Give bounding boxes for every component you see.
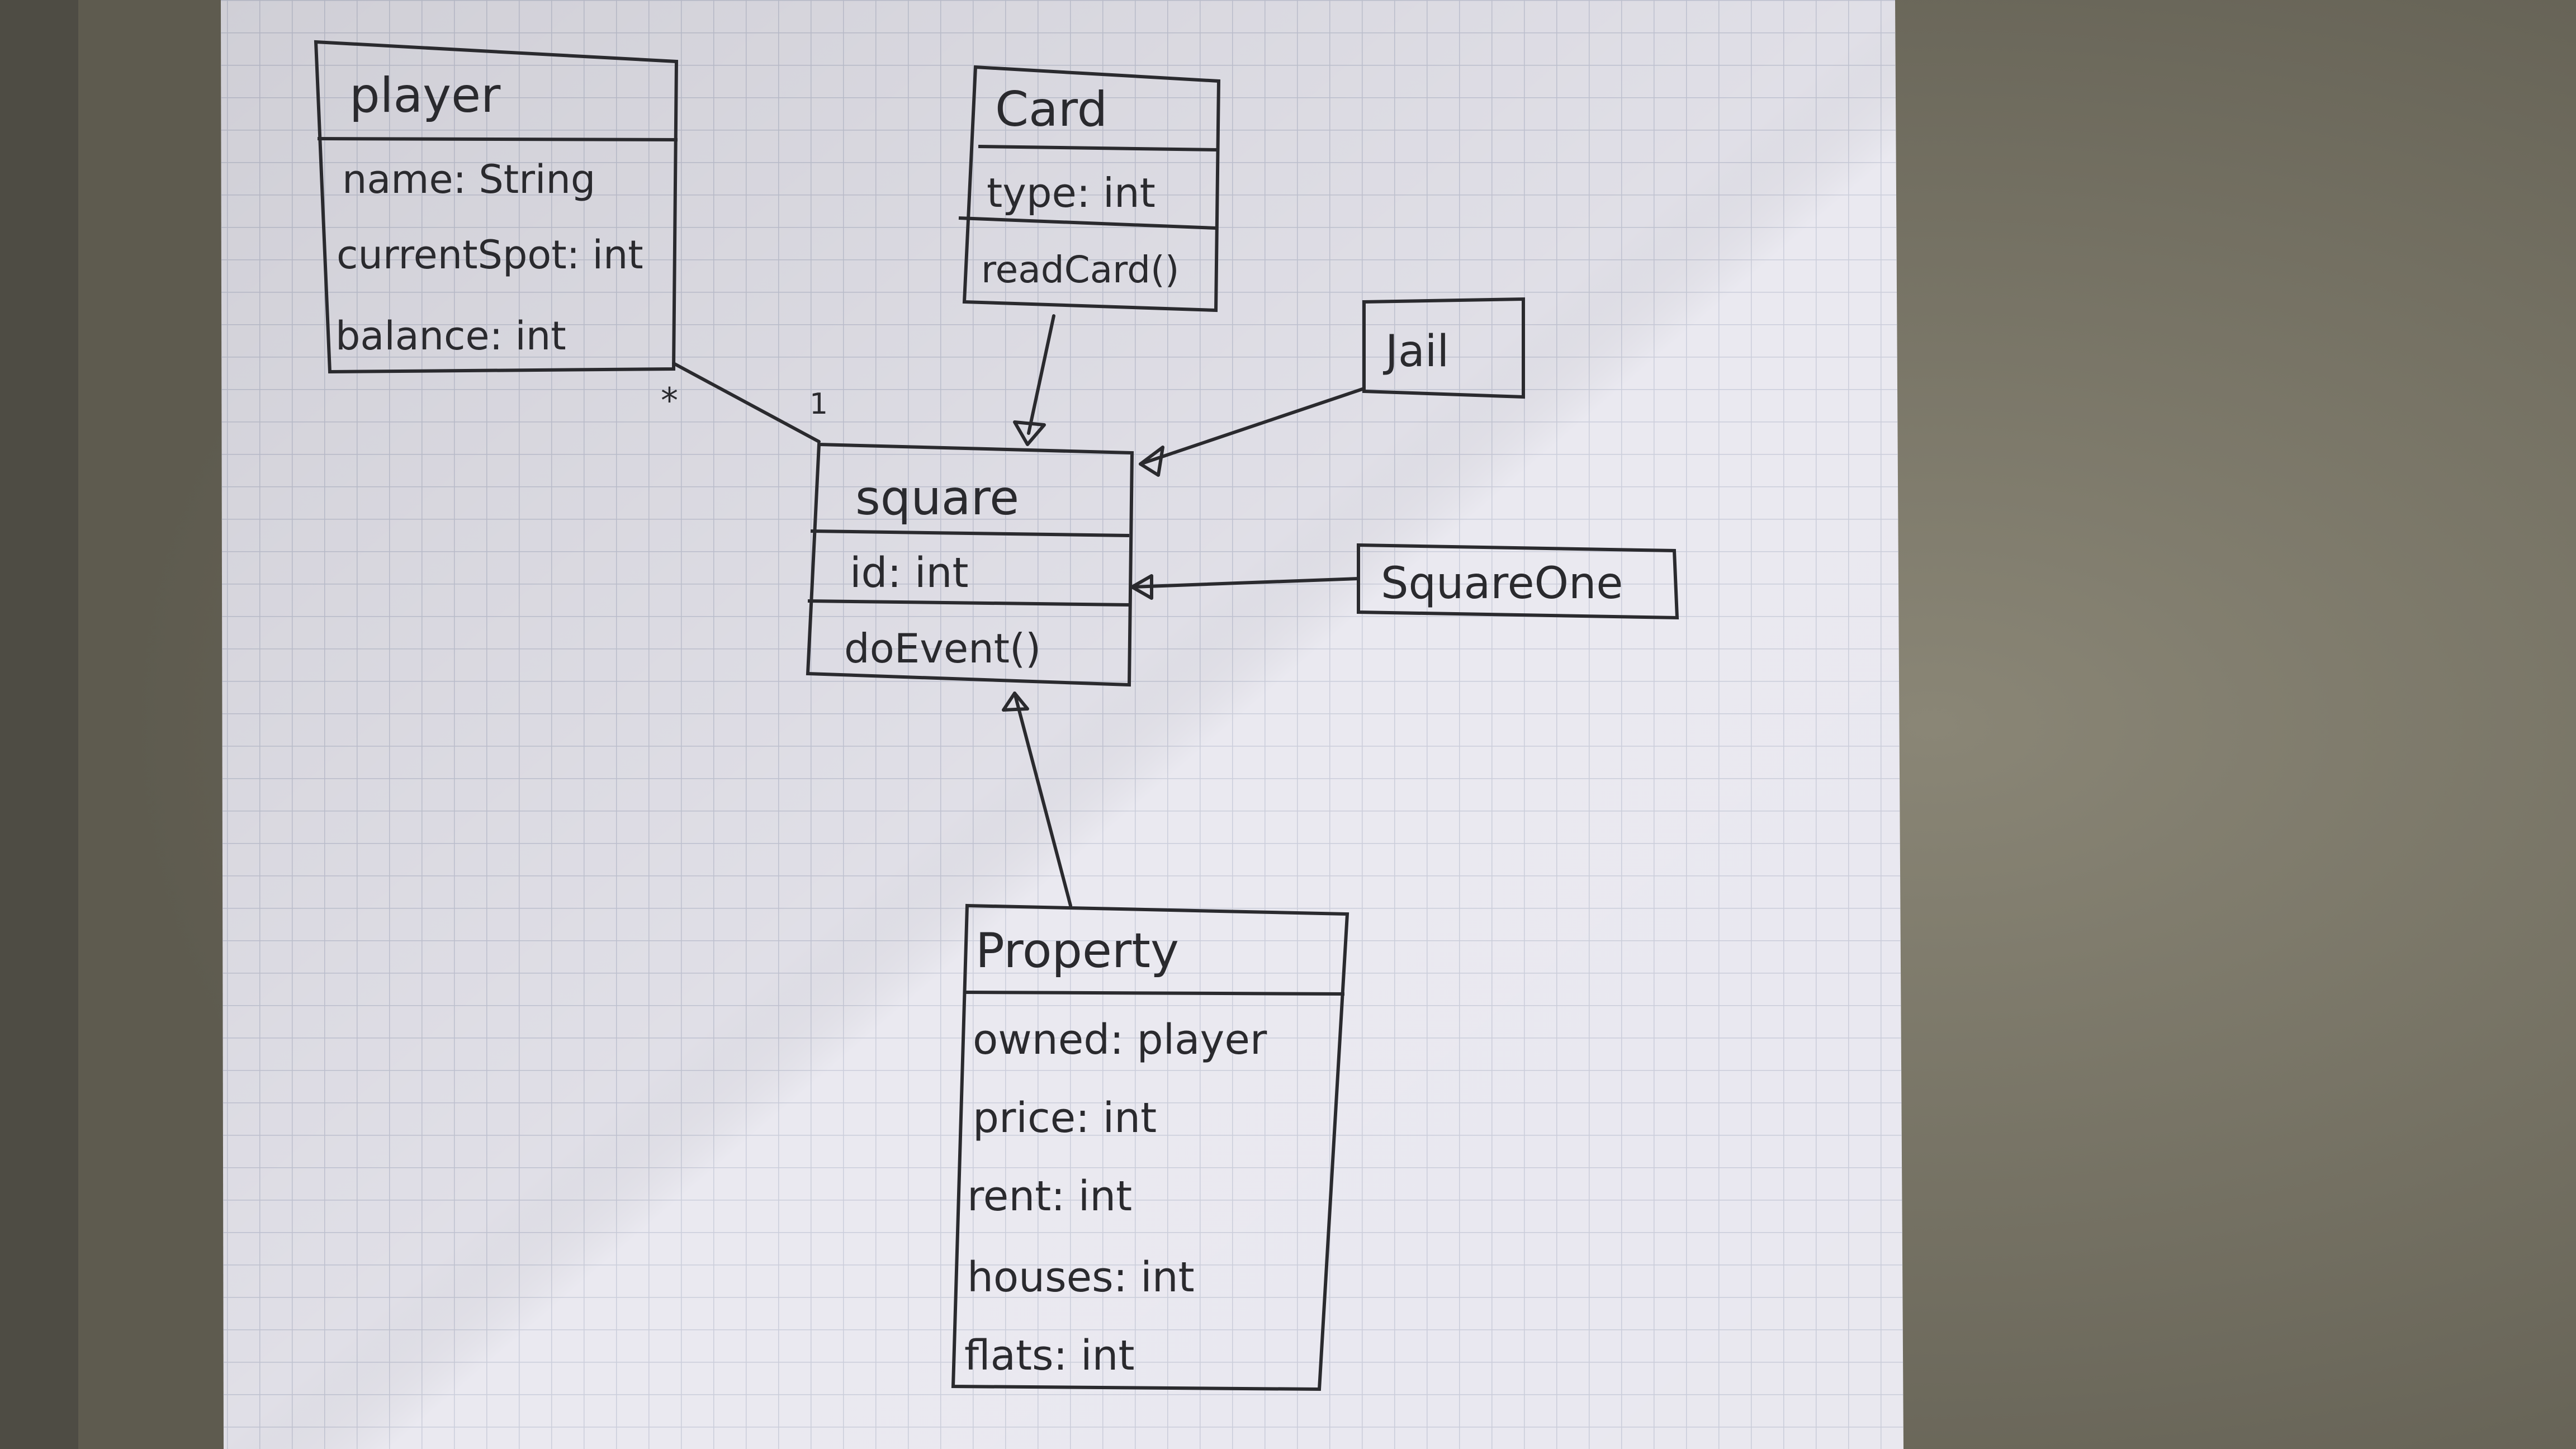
- attribute-rent: rent: int: [967, 1172, 1132, 1220]
- card-inheritance-line: [1027, 314, 1055, 435]
- class-square: square id: int doEvent(): [806, 442, 1134, 687]
- class-player: player name: String currentSpot: int bal…: [314, 40, 679, 374]
- attribute-flats: flats: int: [964, 1332, 1134, 1380]
- attribute-balance: balance: int: [335, 313, 566, 359]
- class-name-property: Property: [976, 923, 1179, 979]
- attribute-type: type: int: [987, 169, 1156, 216]
- card-arrowhead: [1013, 420, 1046, 446]
- attribute-owned: owned: player: [973, 1016, 1267, 1064]
- property-inheritance-line: [1013, 692, 1072, 907]
- connectors: [672, 314, 1366, 907]
- class-name-jail: Jail: [1382, 326, 1449, 377]
- property-arrowhead: [1002, 692, 1029, 712]
- method-do-event: doEvent(): [844, 625, 1041, 672]
- jail-arrowhead: [1139, 446, 1164, 477]
- attribute-current-spot: currentSpot: int: [337, 232, 643, 278]
- left-shadow-strip: [0, 0, 78, 1449]
- class-name-square-one: SquareOne: [1381, 558, 1623, 609]
- class-card: Card type: int readCard(): [958, 65, 1221, 312]
- method-read-card: readCard(): [981, 248, 1180, 291]
- squareone-arrowhead: [1130, 574, 1153, 600]
- attribute-houses: houses: int: [967, 1253, 1195, 1301]
- attribute-price: price: int: [973, 1094, 1157, 1142]
- multiplicity-many: *: [661, 380, 678, 421]
- class-name-player: player: [349, 68, 501, 124]
- arrowheads: [1002, 420, 1164, 712]
- class-property: Property owned: player price: int rent: …: [951, 903, 1349, 1391]
- class-name-card: Card: [995, 82, 1107, 138]
- class-jail: Jail: [1362, 297, 1525, 399]
- paper-sheet: [221, 0, 1903, 1449]
- multiplicity-one: 1: [809, 387, 828, 421]
- class-square-one: SquareOne: [1357, 543, 1679, 620]
- association-line: [672, 362, 821, 443]
- squareone-inheritance-line: [1130, 577, 1360, 589]
- class-name-square: square: [855, 470, 1019, 526]
- attribute-name: name: String: [342, 157, 595, 202]
- jail-inheritance-line: [1139, 387, 1366, 466]
- attribute-id: id: int: [850, 549, 968, 597]
